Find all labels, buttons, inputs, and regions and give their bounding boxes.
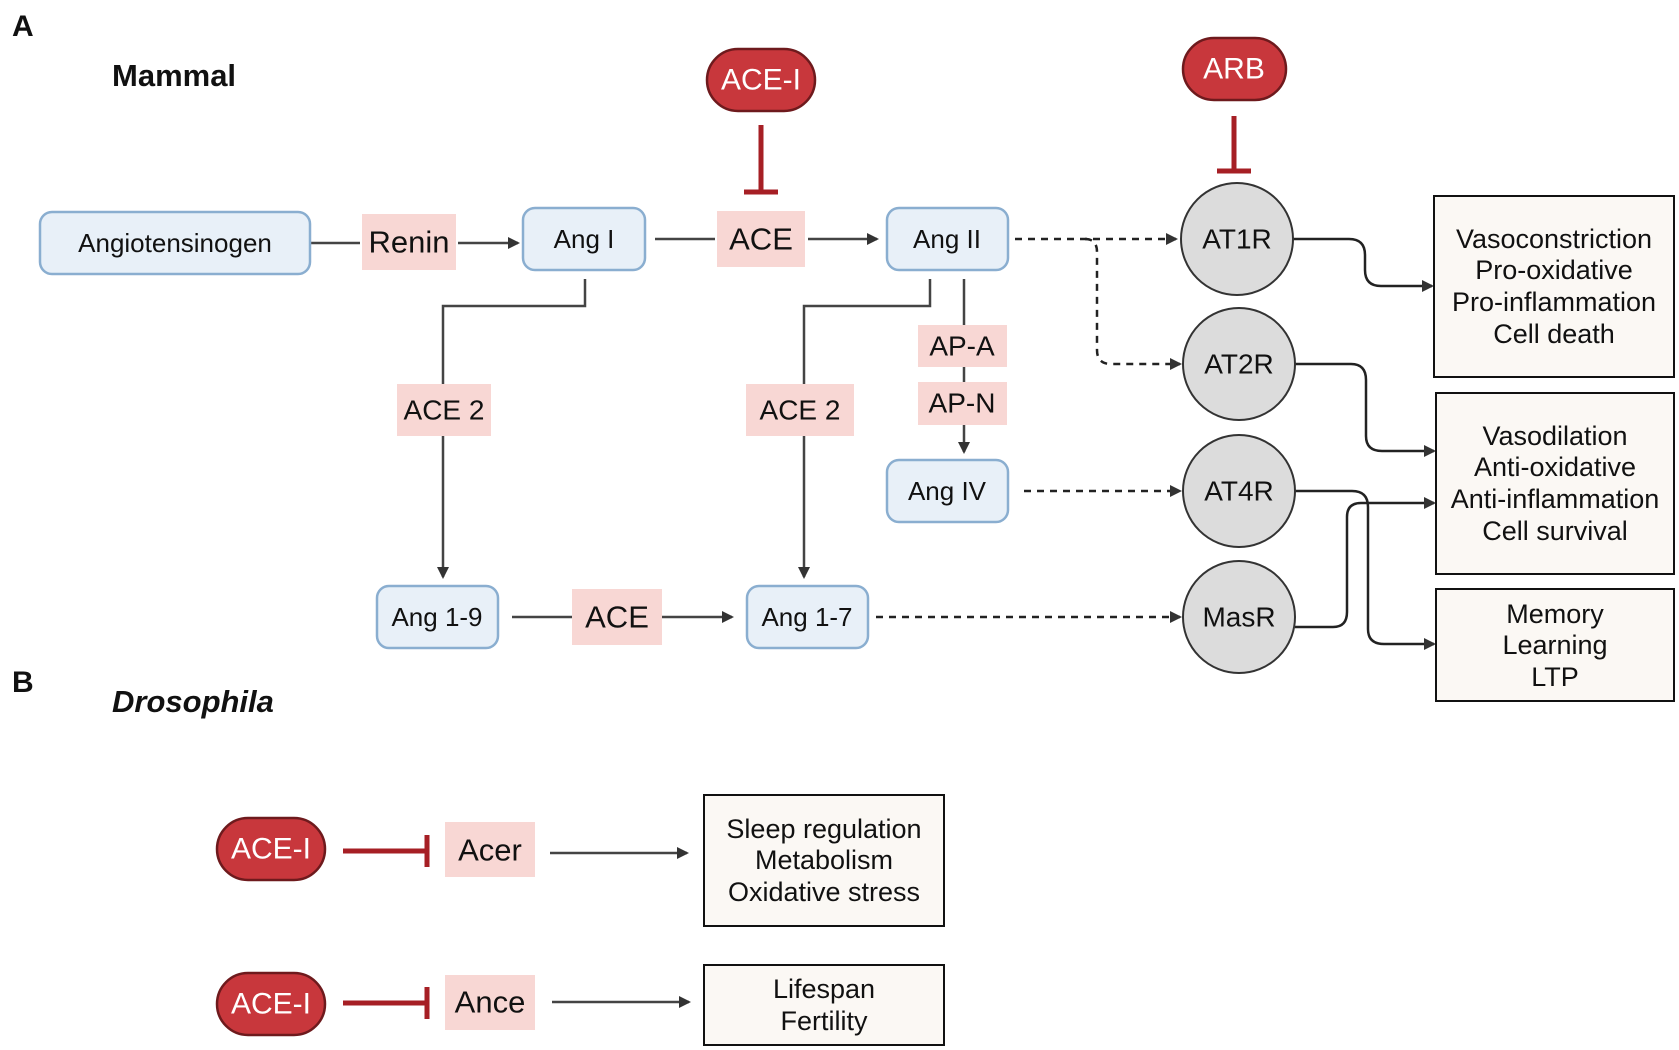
outcome-acer-effects	[703, 794, 945, 927]
svg-text:ACE: ACE	[729, 222, 793, 257]
peptide-ang-1-9: Ang 1-9	[375, 584, 500, 650]
outcome-line: Anti-oxidative	[1474, 452, 1636, 482]
drug-ace-i-ance-label: ACE-I	[231, 988, 311, 1021]
enzyme-ace2-left: ACE 2	[397, 384, 491, 436]
drosophila-row-acer: ACE-I Acer Sleep regulation Metabolism O…	[215, 794, 945, 927]
svg-text:AP-N: AP-N	[929, 388, 996, 419]
peptide-ang-iv: Ang IV	[885, 458, 1010, 524]
outcome-line: Vasodilation	[1482, 421, 1627, 451]
receptor-at4r: AT4R	[1182, 434, 1296, 548]
gene-acer-label: Acer	[458, 833, 522, 868]
drosophila-title: Drosophila	[112, 684, 274, 719]
svg-text:ARB: ARB	[1203, 53, 1265, 86]
arrow-at4r-cognitive	[1295, 489, 1436, 650]
outcome-line: Oxidative stress	[728, 877, 920, 907]
peptide-angiotensinogen: Angiotensinogen	[38, 210, 312, 276]
outcome-line: Learning	[1502, 630, 1607, 660]
svg-text:Angiotensinogen: Angiotensinogen	[78, 228, 272, 258]
receptor-at2r: AT2R	[1182, 307, 1296, 421]
outcome-line: Metabolism	[755, 845, 893, 875]
svg-text:ACE-I: ACE-I	[721, 64, 801, 97]
drug-ace-i-acer-label: ACE-I	[231, 833, 311, 866]
arrow-at1r-effects	[1293, 237, 1434, 292]
outcome-line: Anti-inflammation	[1451, 484, 1660, 514]
outcome-line: Pro-oxidative	[1475, 255, 1633, 285]
mammal-title: Mammal	[112, 58, 236, 93]
panel-b-letter: B	[12, 666, 34, 699]
gene-ance-label: Ance	[455, 985, 526, 1020]
enzyme-ace2-right: ACE 2	[746, 384, 854, 436]
receptor-masr: MasR	[1182, 560, 1296, 674]
outcome-line: Memory	[1506, 599, 1604, 629]
pathway-connectors	[311, 233, 970, 623]
outcome-at1r-effects: Vasoconstriction Pro-oxidative Pro-infla…	[1433, 195, 1675, 378]
outcome-line: LTP	[1531, 662, 1579, 692]
inhibition-markers	[744, 116, 1251, 195]
outcome-ance-effects	[703, 964, 945, 1046]
peptide-ang-i: Ang I	[521, 206, 647, 272]
outcome-line: Fertility	[781, 1006, 868, 1036]
connector-ang2-ace2	[802, 279, 932, 391]
outcome-line: Vasoconstriction	[1456, 224, 1652, 254]
svg-text:AT4R: AT4R	[1204, 476, 1274, 507]
panel-a-letter: A	[12, 10, 34, 43]
drug-ace-i-ance	[215, 971, 327, 1037]
svg-text:Ang I: Ang I	[554, 224, 615, 254]
svg-text:Ang 1-9: Ang 1-9	[391, 602, 482, 632]
drosophila-row-ance: ACE-I Ance Lifespan Fertility	[215, 964, 945, 1046]
gene-acer	[445, 822, 535, 877]
enzyme-ace-top: ACE	[717, 211, 805, 267]
outcome-line: Sleep regulation	[726, 814, 921, 844]
outcome-line: Cell survival	[1482, 516, 1628, 546]
outcome-line: Pro-inflammation	[1452, 287, 1656, 317]
svg-text:ACE: ACE	[585, 600, 649, 635]
svg-text:Ang 1-7: Ang 1-7	[761, 602, 852, 632]
enzyme-renin: Renin	[362, 214, 456, 270]
outcome-line: Cell death	[1493, 319, 1615, 349]
outcome-protective-effects: Vasodilation Anti-oxidative Anti-inflamm…	[1435, 392, 1675, 575]
arrow-at2r-protective	[1295, 362, 1436, 457]
svg-text:AT2R: AT2R	[1204, 349, 1274, 380]
svg-text:Ang IV: Ang IV	[908, 476, 987, 506]
outcome-cognitive-effects: Memory Learning LTP	[1435, 588, 1675, 702]
dashed-arrow-ang2-at2r	[1084, 237, 1182, 370]
svg-text:AP-A: AP-A	[929, 331, 995, 362]
svg-text:MasR: MasR	[1202, 602, 1275, 633]
peptide-ang-ii: Ang II	[885, 206, 1010, 272]
enzyme-ap-a: AP-A	[918, 325, 1007, 367]
svg-text:Ang II: Ang II	[913, 224, 981, 254]
arrow-masr-protective	[1295, 497, 1436, 629]
peptide-ang-1-7: Ang 1-7	[745, 584, 870, 650]
drug-arb: ARB	[1181, 36, 1288, 102]
svg-text:ACE 2: ACE 2	[760, 395, 841, 426]
receptor-connectors	[876, 233, 1436, 650]
svg-text:Renin: Renin	[369, 225, 450, 260]
drug-ace-i-acer	[215, 816, 327, 882]
gene-ance	[445, 975, 535, 1030]
svg-text:AT1R: AT1R	[1202, 224, 1272, 255]
enzyme-ap-n: AP-N	[918, 382, 1007, 425]
outcome-line: Lifespan	[773, 974, 875, 1004]
drug-ace-i-top: ACE-I	[705, 47, 817, 113]
connector-ang1-ace2	[441, 279, 587, 391]
svg-text:ACE 2: ACE 2	[404, 395, 485, 426]
enzyme-ace-bottom: ACE	[572, 589, 662, 645]
receptor-at1r: AT1R	[1180, 182, 1294, 296]
